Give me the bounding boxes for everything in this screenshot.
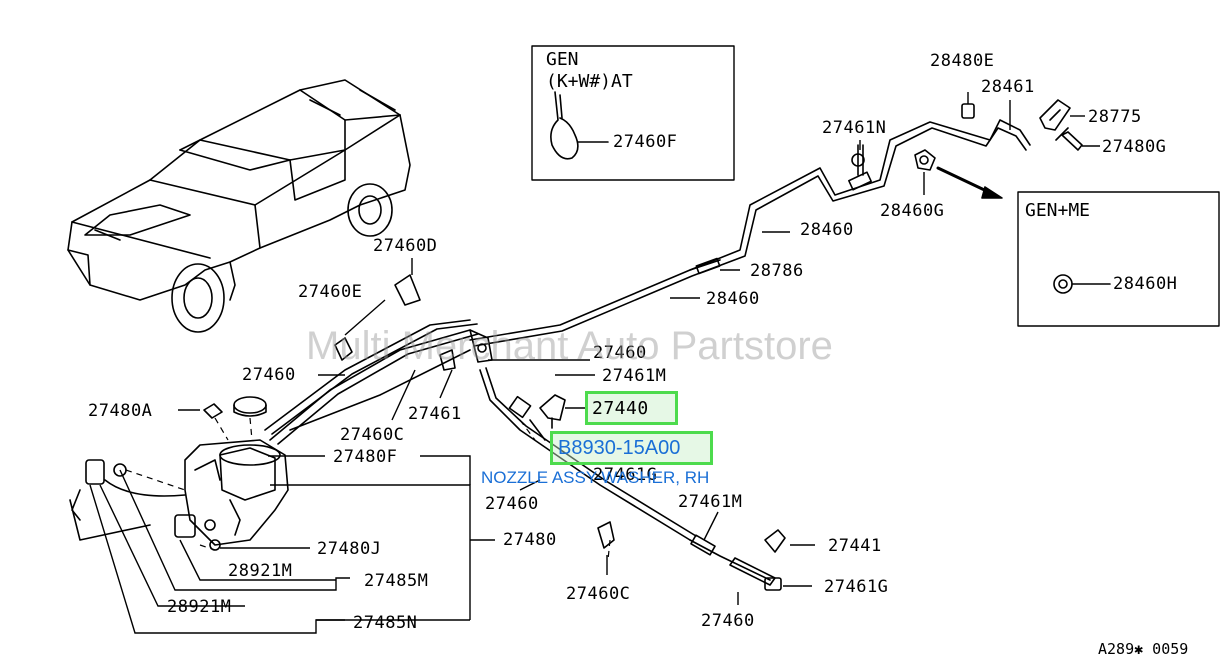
part-label-27460-d[interactable]: 27460 (701, 611, 755, 631)
part-label-28786[interactable]: 28786 (750, 261, 804, 281)
part-label-27460C-upper[interactable]: 27460C (340, 425, 405, 445)
part-label-27461N[interactable]: 27461N (822, 118, 887, 138)
part-label-27460D[interactable]: 27460D (373, 236, 438, 256)
part-label-27441[interactable]: 27441 (828, 536, 882, 556)
vehicle-illustration (67, 79, 411, 333)
part-label-27460C-lower[interactable]: 27460C (566, 584, 631, 604)
part-label-28480E[interactable]: 28480E (930, 51, 995, 71)
part-label-27460-b[interactable]: 27460 (242, 365, 296, 385)
part-label-27485M[interactable]: 27485M (364, 571, 429, 591)
highlight-overlap-label: 27461G (593, 465, 658, 485)
part-label-28460G[interactable]: 28460G (880, 201, 945, 221)
inset-gen-subtitle: (K+W#)AT (546, 71, 633, 92)
part-label-28921M-upper[interactable]: 28921M (228, 561, 293, 581)
highlight-part-number[interactable]: B8930-15A00 (558, 437, 681, 459)
part-label-28461[interactable]: 28461 (981, 77, 1035, 97)
part-tooltip: NOZZLE ASSY-WASHER, RH (481, 468, 710, 487)
part-label-27480F[interactable]: 27480F (333, 447, 398, 467)
part-label-27460-a[interactable]: 27460 (593, 343, 647, 363)
part-label-28775[interactable]: 28775 (1088, 107, 1142, 127)
part-label-28921M-lower[interactable]: 28921M (167, 597, 232, 617)
part-label-27461[interactable]: 27461 (408, 404, 462, 424)
part-label-28460-middle[interactable]: 28460 (706, 289, 760, 309)
part-label-27460-c[interactable]: 27460 (485, 494, 539, 514)
drawing-code: A289✱ 0059 (1098, 640, 1189, 658)
inset-genme-title: GEN+ME (1025, 200, 1091, 221)
highlight-27440-label[interactable]: 27440 (592, 398, 649, 419)
part-label-28460-upper[interactable]: 28460 (800, 220, 854, 240)
part-label-27480A[interactable]: 27480A (88, 401, 153, 421)
part-label-27461M-lower[interactable]: 27461M (678, 492, 743, 512)
highlight-27440-box[interactable] (585, 391, 678, 425)
part-label-27461G[interactable]: 27461G (824, 577, 889, 597)
part-label-28460H[interactable]: 28460H (1113, 274, 1178, 294)
part-label-27460F[interactable]: 27460F (613, 132, 678, 152)
part-label-27480[interactable]: 27480 (503, 530, 557, 550)
part-label-27480J[interactable]: 27480J (317, 539, 382, 559)
watermark: Multi Merchant Auto Partstore (306, 324, 833, 368)
part-label-27460E[interactable]: 27460E (298, 282, 363, 302)
part-label-27461M-upper[interactable]: 27461M (602, 366, 667, 386)
highlight-part-number-box[interactable] (550, 431, 713, 465)
inset-gen-title: GEN (546, 49, 579, 70)
part-label-27485N[interactable]: 27485N (353, 613, 418, 633)
part-label-27480G[interactable]: 27480G (1102, 137, 1167, 157)
